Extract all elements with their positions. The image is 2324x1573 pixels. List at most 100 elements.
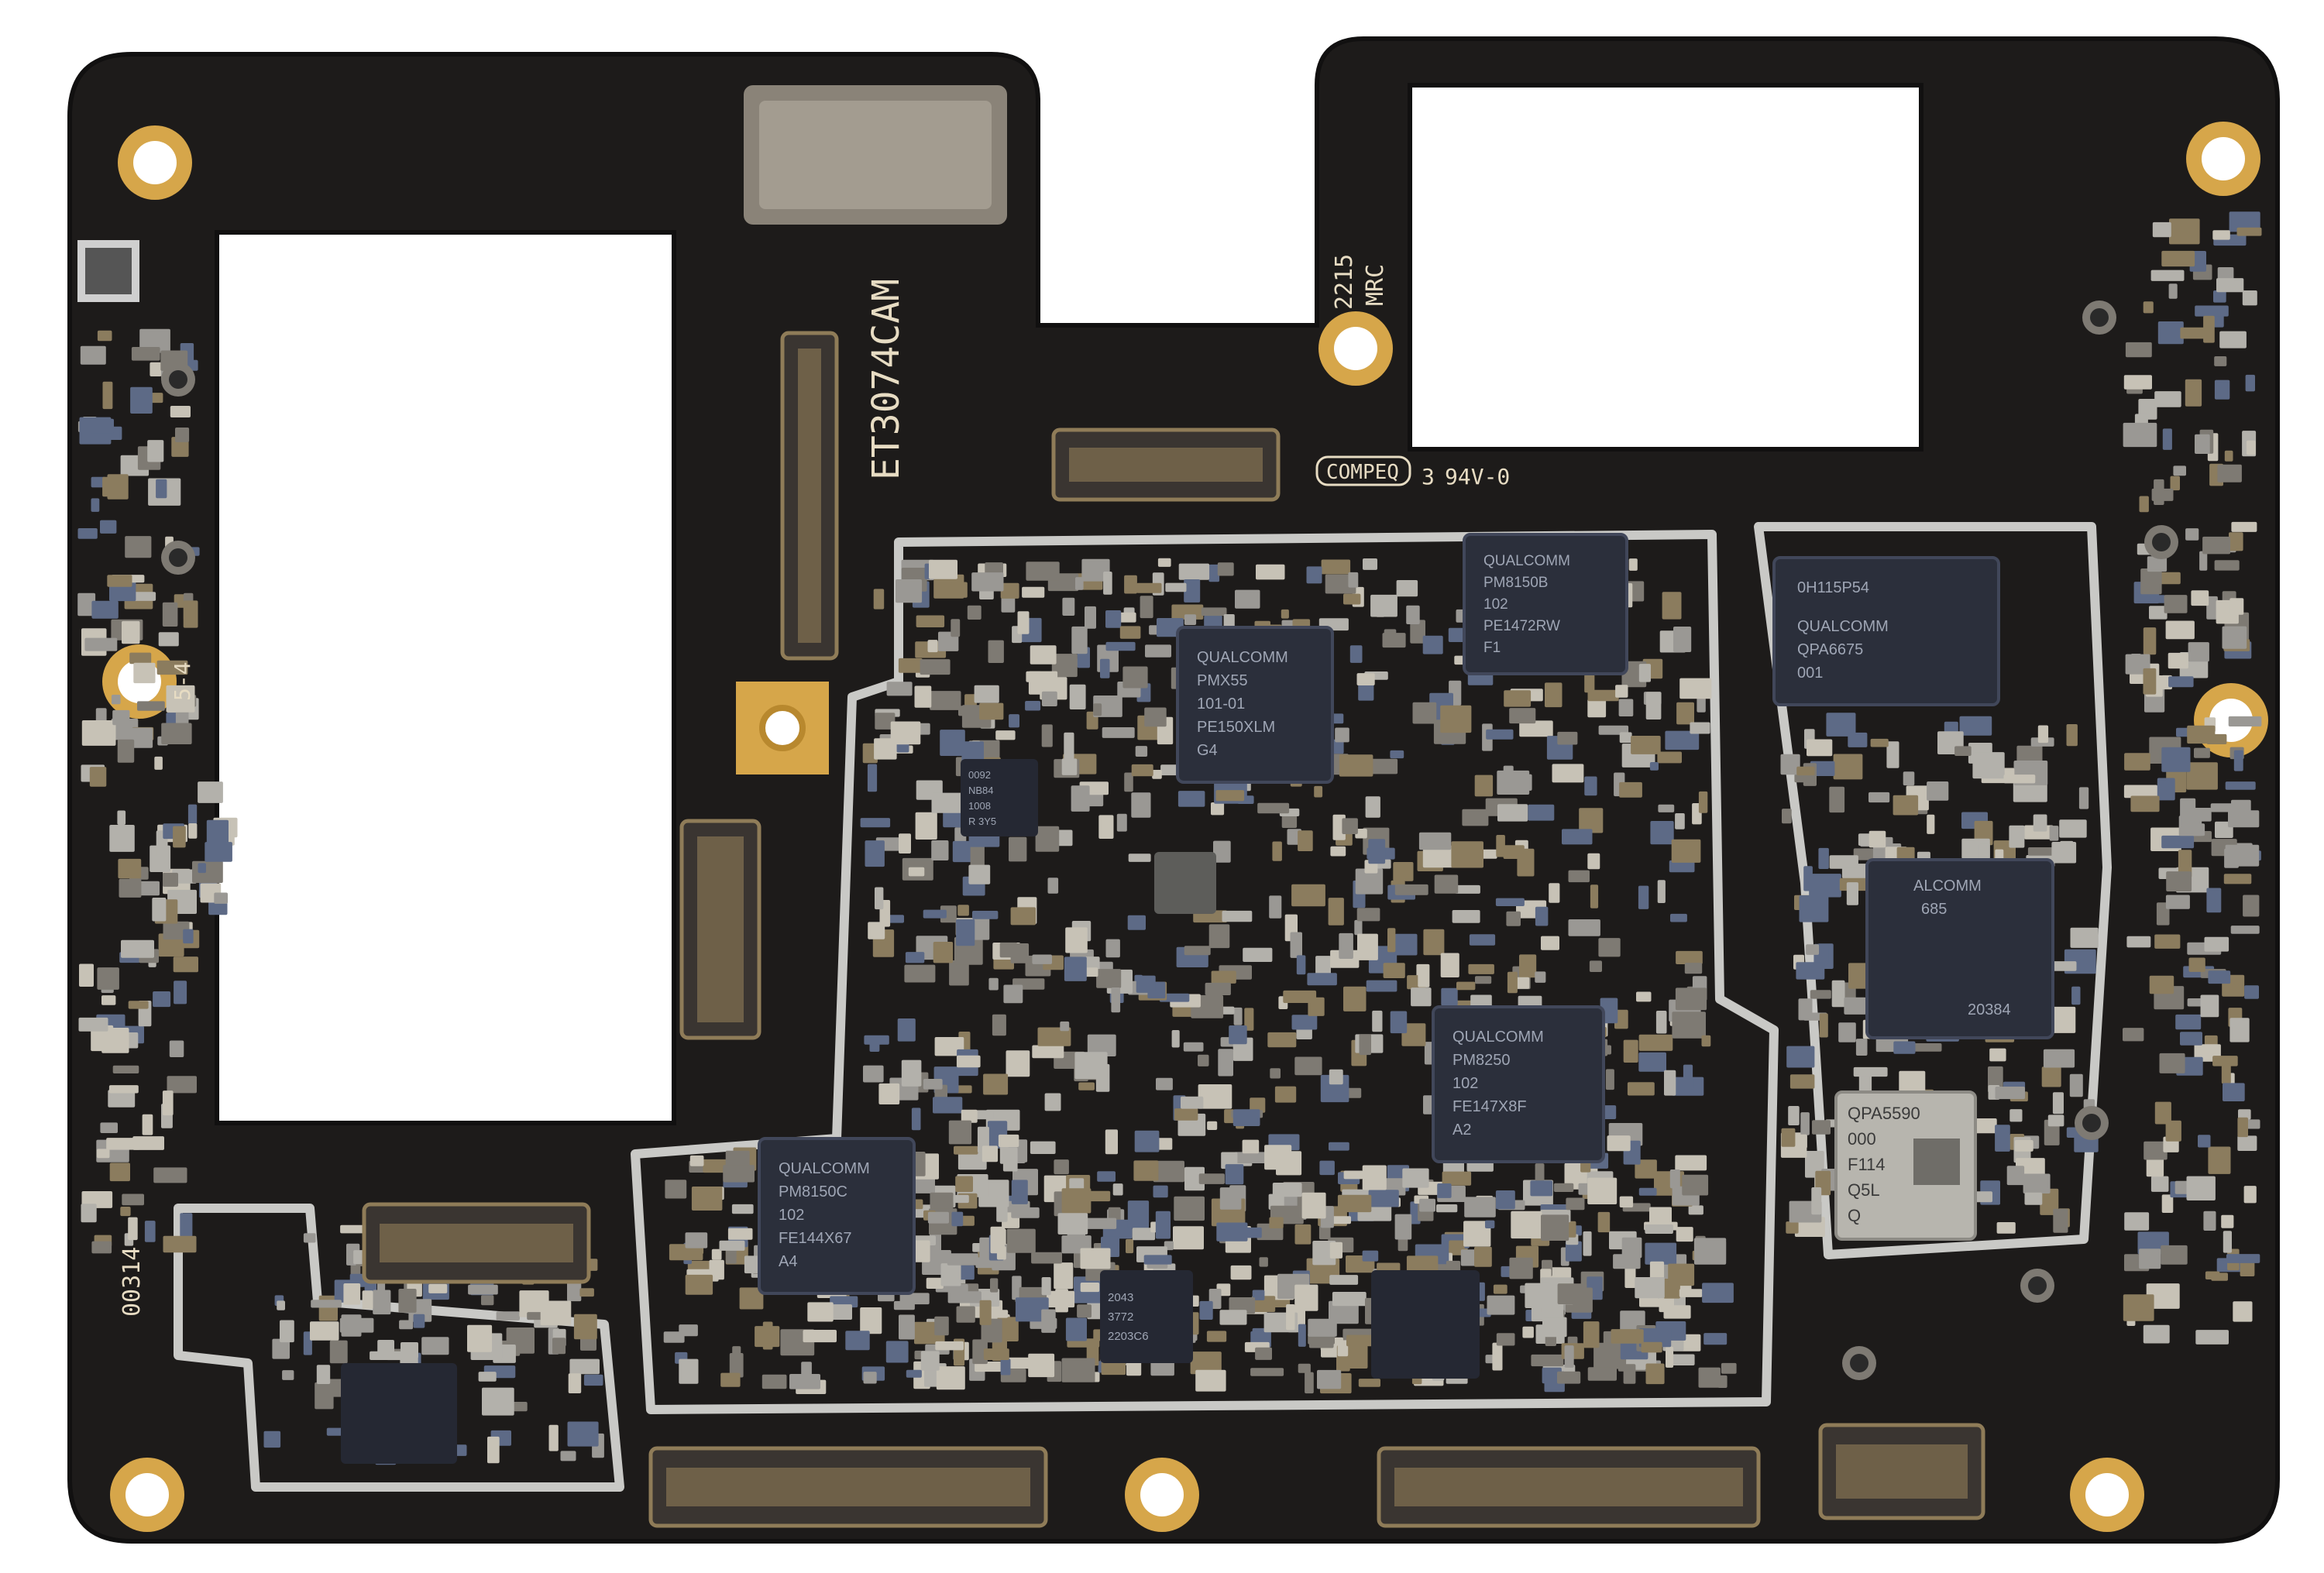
smd-component [137,701,165,711]
smd-component [949,960,969,986]
smd-component [1229,1025,1247,1045]
smd-component [931,840,949,860]
smd-component [2150,1176,2169,1192]
smd-component [153,1167,187,1183]
smd-component [1703,1333,1728,1345]
smd-component [2040,1188,2059,1215]
connector-bottom-2 [1377,1446,1761,1528]
smd-component [139,328,170,353]
smd-component [1666,1346,1674,1368]
smd-component [1330,846,1346,857]
smd-component [2223,1083,2245,1101]
chip-unmarked [1371,1270,1480,1379]
smd-component [2223,1231,2232,1253]
smd-component [2157,778,2175,801]
smd-component [2229,211,2260,232]
smd-component [995,730,1016,740]
smd-component [1126,1238,1134,1254]
smd-component [1307,973,1337,986]
smd-component [1548,1267,1572,1279]
smd-component [1159,993,1190,1002]
smd-component [2228,716,2262,726]
smd-component [1032,1045,1064,1059]
smd-component [560,1451,576,1461]
smd-component [1537,912,1548,926]
smd-component [1831,980,1845,1008]
smd-component [1638,1052,1666,1072]
smd-component [2023,1173,2051,1193]
smd-component [1355,829,1367,839]
smd-component [1362,1250,1379,1262]
smd-component [350,1263,361,1277]
smd-component [1474,1246,1492,1267]
smd-component [1184,946,1211,956]
smd-component [1486,729,1514,740]
smd-component [1085,1218,1117,1229]
smd-component [1093,703,1102,716]
smd-component [1396,580,1418,597]
smd-component [311,1300,342,1308]
smd-component [1796,766,1815,776]
smd-component [1355,868,1384,895]
smd-component [1383,963,1405,978]
smd-component [117,810,126,825]
smd-component [1337,1194,1372,1213]
chip-text: QUALCOMM [1483,553,1570,569]
smd-component [1682,1174,1709,1196]
mounting-hole-center [133,141,177,184]
smd-component [1541,1214,1569,1241]
smd-component [1809,874,1841,898]
smd-component [1075,577,1084,590]
smd-component [2214,560,2240,571]
smd-component [1211,802,1225,816]
smd-component [979,1300,992,1325]
smd-component [2157,321,2184,345]
smd-component [1829,786,1845,813]
chip-text: 2203C6 [1108,1330,1149,1343]
smd-component [1844,997,1866,1015]
smd-component [2066,724,2078,747]
smd-component [1219,1310,1247,1325]
smd-component [1343,986,1367,1011]
smd-component [154,756,163,770]
smd-component [2169,218,2200,245]
smd-component [901,1060,922,1087]
smd-component [947,1291,982,1303]
smd-component [1144,707,1167,727]
smd-component [1995,849,2004,860]
smd-component [208,900,228,915]
smd-component [1102,727,1135,738]
smd-component [1329,1142,1349,1151]
datamatrix-code [1913,1139,1960,1185]
smd-component [1528,804,1555,821]
smd-component [926,1277,944,1289]
smd-component [943,809,966,828]
smd-component [1252,1327,1267,1339]
smd-component [162,602,178,627]
smd-component [91,418,114,434]
smd-component [1230,1265,1252,1280]
smd-component [1281,609,1289,619]
chip-text: FE147X8F [1452,1098,1527,1115]
smd-component [1493,1284,1508,1294]
smd-component [1868,830,1886,848]
smd-component [1721,1362,1737,1374]
smd-component [101,995,116,1005]
smd-component [1207,1121,1218,1130]
smd-component [934,1316,949,1336]
smd-component [1619,1196,1634,1207]
smd-component [1126,1359,1142,1376]
smd-component [863,1065,884,1083]
smd-component [1131,764,1153,777]
smd-component [2175,1014,2202,1030]
smd-component [1071,626,1088,654]
smd-component [2230,926,2260,934]
smd-component [91,600,119,619]
smd-component [1245,1227,1262,1238]
smd-component [2186,1176,2216,1200]
smd-component [1628,558,1638,571]
smd-component [865,840,885,867]
smd-component [198,781,223,803]
smd-component [1270,1068,1281,1079]
smd-component [1788,1106,1800,1125]
